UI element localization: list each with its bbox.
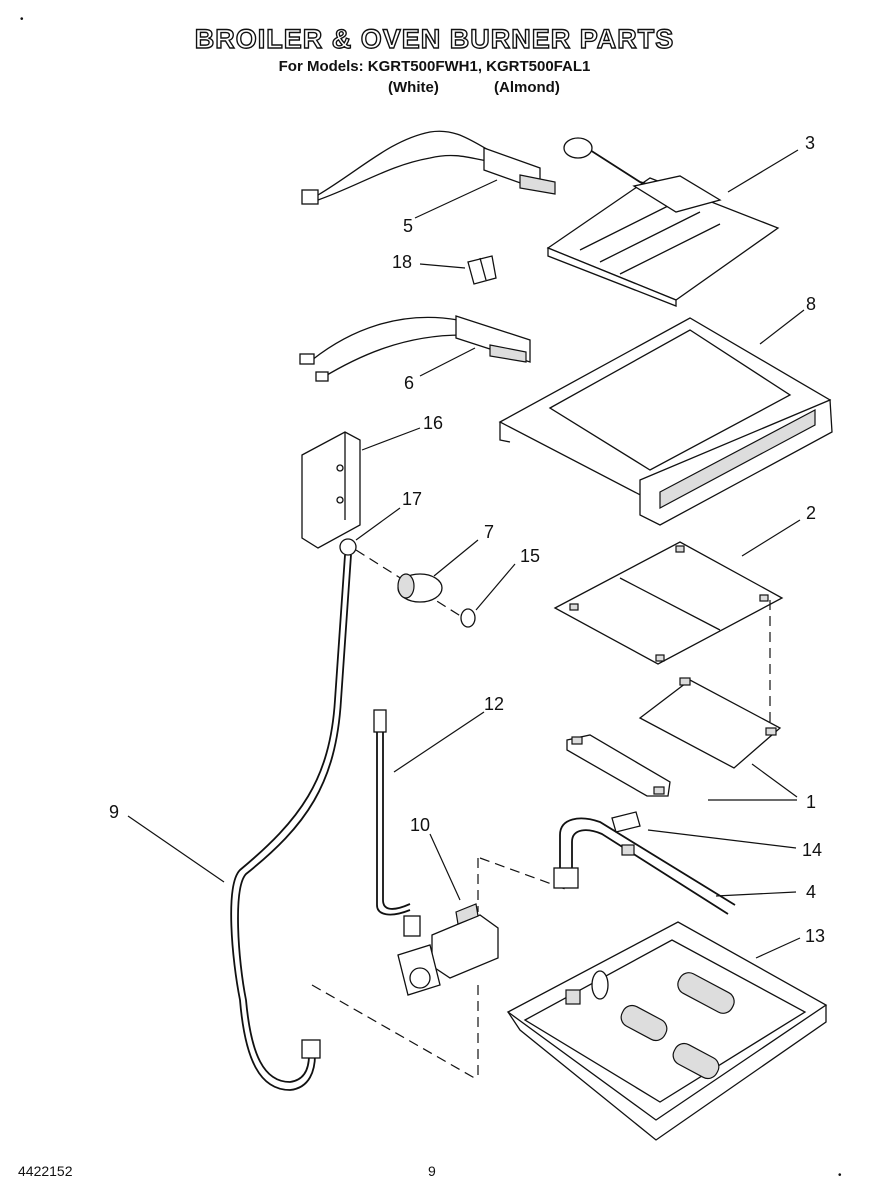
part-3-broil-burner bbox=[546, 137, 780, 307]
part-17-fitting bbox=[339, 538, 357, 556]
corner-mark: • bbox=[20, 14, 24, 25]
part-12-tube bbox=[373, 709, 411, 916]
variant-white: (White) bbox=[388, 79, 439, 96]
page-number: 9 bbox=[428, 1163, 436, 1179]
callout-3: 3 bbox=[805, 133, 816, 153]
callout-4: 4 bbox=[806, 882, 817, 902]
part-16-bracket bbox=[301, 431, 361, 549]
part-2-deflector bbox=[553, 541, 784, 665]
callout-14: 14 bbox=[802, 840, 823, 860]
part-6-bake-igniter bbox=[299, 315, 531, 382]
alignment-line-valve-bottom bbox=[311, 984, 479, 1081]
models-line: For Models: KGRT500FWH1, KGRT500FAL1 bbox=[278, 58, 591, 75]
callout-2: 2 bbox=[806, 503, 817, 523]
variant-almond: (Almond) bbox=[494, 79, 560, 96]
part-15-retainer bbox=[460, 608, 476, 628]
callout-16: 16 bbox=[423, 413, 444, 433]
callout-9: 9 bbox=[109, 802, 120, 822]
callout-5: 5 bbox=[403, 216, 414, 236]
callout-8: 8 bbox=[806, 294, 817, 314]
callout-18: 18 bbox=[392, 252, 413, 272]
leader-lines bbox=[127, 149, 805, 959]
part-13-bottom-pan bbox=[506, 921, 828, 1141]
part-1-brackets bbox=[566, 677, 782, 797]
callout-12: 12 bbox=[484, 694, 505, 714]
part-5-broil-igniter bbox=[301, 130, 556, 205]
callout-15: 15 bbox=[520, 546, 541, 566]
callout-7: 7 bbox=[484, 522, 495, 542]
part-18-clip bbox=[467, 255, 497, 285]
corner-mark-bottom: • bbox=[838, 1170, 842, 1181]
callout-10: 10 bbox=[410, 815, 431, 835]
part-14-clip bbox=[611, 811, 641, 833]
page-title: BROILER & OVEN BURNER PARTS bbox=[194, 23, 675, 54]
callout-6: 6 bbox=[404, 373, 415, 393]
callout-13: 13 bbox=[805, 926, 826, 946]
document-number: 4422152 bbox=[18, 1163, 73, 1179]
part-7-orifice bbox=[397, 573, 443, 603]
callout-1: 1 bbox=[806, 792, 817, 812]
part-8-burner-box bbox=[498, 317, 833, 526]
callout-17: 17 bbox=[402, 489, 423, 509]
part-9-tubing bbox=[230, 554, 352, 1091]
part-4-bake-burner bbox=[553, 817, 736, 915]
part-10-valve bbox=[397, 903, 499, 996]
